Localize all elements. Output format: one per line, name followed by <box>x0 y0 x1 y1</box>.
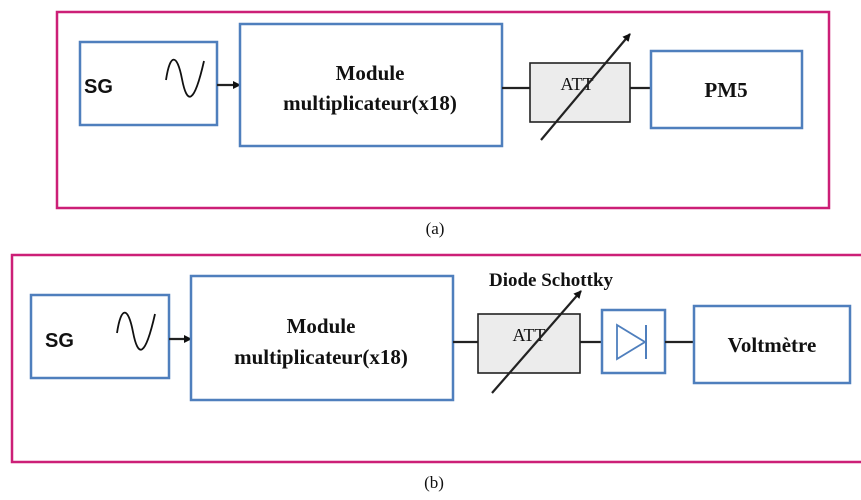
voltmeter-block: Voltmètre <box>692 304 852 385</box>
attenuator-b: ATT <box>477 290 582 394</box>
sg-block-a: SG <box>78 40 219 127</box>
power-meter-block: PM5 <box>649 49 804 130</box>
module-label-line2-a: multiplicateur(x18) <box>283 91 457 115</box>
voltmeter-label: Voltmètre <box>728 333 817 357</box>
caption-b: (b) <box>424 473 444 492</box>
module-label-line1-b: Module <box>287 314 356 338</box>
sg-block-b: SG <box>29 293 171 380</box>
caption-a: (a) <box>426 219 445 238</box>
diode-title: Diode Schottky <box>489 270 614 291</box>
variable-arrow-icon <box>491 290 582 394</box>
sine-wave-icon <box>116 311 156 351</box>
attenuator-a: ATT <box>529 33 631 141</box>
module-label-line2-b: multiplicateur(x18) <box>234 345 408 369</box>
sine-wave-icon <box>165 58 205 98</box>
sg-label-b: SG <box>45 330 74 352</box>
variable-arrow-icon <box>540 33 631 141</box>
diode-symbol-icon <box>616 323 647 361</box>
diagram-b: SG Module multiplicateur(x18) ATT Diode … <box>10 253 861 492</box>
module-block-a: Module multiplicateur(x18) <box>238 22 504 148</box>
diagram-a: SG Module multiplicateur(x18) ATT PM5 (a… <box>55 10 831 238</box>
frame-a <box>55 10 831 210</box>
sg-label-a: SG <box>84 76 113 98</box>
power-meter-label: PM5 <box>704 78 747 102</box>
diode-block <box>600 308 667 375</box>
module-label-line1-a: Module <box>336 61 405 85</box>
frame-b <box>10 253 861 464</box>
att-label-b: ATT <box>513 325 546 345</box>
module-block-b: Module multiplicateur(x18) <box>189 274 455 402</box>
